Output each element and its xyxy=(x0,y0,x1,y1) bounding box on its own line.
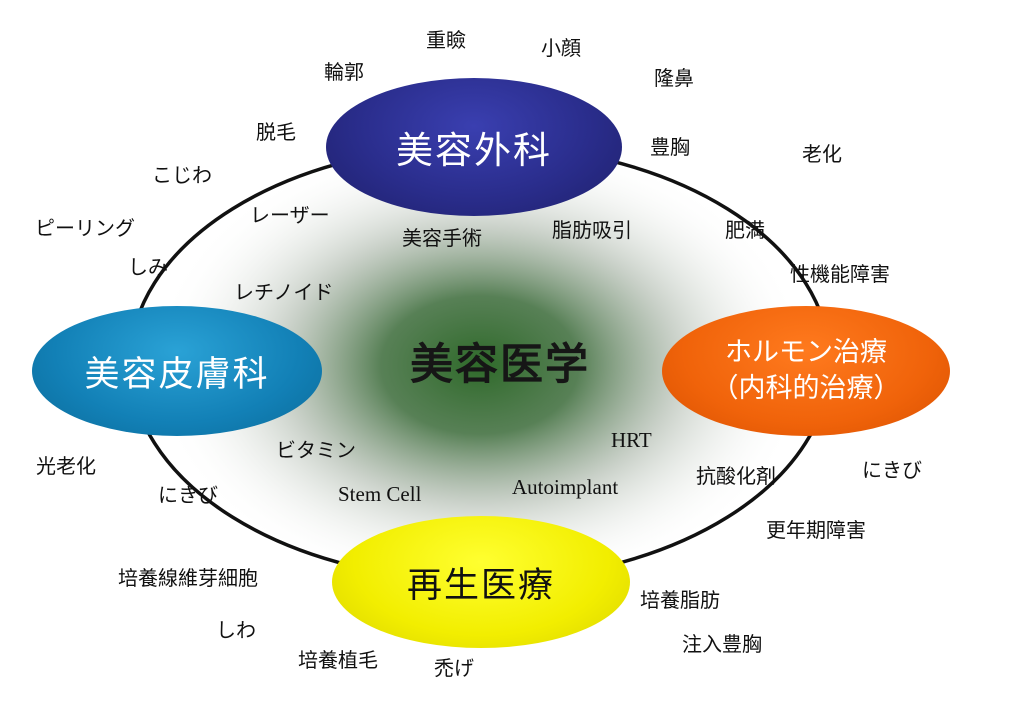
label-peeling: ピーリング xyxy=(35,216,135,240)
label-datsumou: 脱毛 xyxy=(256,120,296,144)
node-hormone-therapy: ホルモン治療 （内科的治療） xyxy=(662,306,950,436)
center-glow xyxy=(150,135,810,595)
node-label: 再生医療 xyxy=(406,565,555,606)
label-laser: レーザー xyxy=(250,203,330,227)
node-regenerative-medicine: 再生医療 xyxy=(332,516,630,648)
label-baiyou-sengaiga: 培養線維芽細胞 xyxy=(118,566,258,590)
label-baiyou-shokumou: 培養植毛 xyxy=(298,648,378,672)
label-ryuubi: 隆鼻 xyxy=(654,66,694,90)
label-juuken: 重瞼 xyxy=(426,28,466,52)
label-himan: 肥満 xyxy=(725,218,765,242)
center-title: 美容医学 xyxy=(410,340,590,390)
label-hikari-rouka: 光老化 xyxy=(36,454,96,478)
label-baiyou-shibou: 培養脂肪 xyxy=(640,588,720,612)
node-cosmetic-surgery: 美容外科 xyxy=(326,78,622,216)
label-retinoid: レチノイド xyxy=(234,280,334,304)
label-biyou-shujutsu: 美容手術 xyxy=(402,226,482,250)
label-nikibi-left: にきび xyxy=(158,483,218,507)
label-rouka: 老化 xyxy=(802,142,842,166)
label-stem-cell: Stem Cell xyxy=(338,482,422,506)
node-label: 美容皮膚科 xyxy=(84,354,270,395)
label-kousankazai: 抗酸化剤 xyxy=(696,464,776,488)
label-seikinou-shougai: 性機能障害 xyxy=(790,262,890,286)
label-kounenki-shougai: 更年期障害 xyxy=(766,518,866,542)
node-label: 美容外科 xyxy=(396,129,552,172)
label-kojiwa: こじわ xyxy=(152,163,212,187)
label-hage: 禿げ xyxy=(434,656,474,680)
label-autoimplant: Autoimplant xyxy=(512,475,619,499)
node-label-line2: （内科的治療） xyxy=(711,373,901,404)
label-chuunyuu-houkyou: 注入豊胸 xyxy=(682,632,762,656)
label-houkyou: 豊胸 xyxy=(650,135,690,159)
label-shimi: しみ xyxy=(128,255,168,279)
label-nikibi-right: にきび xyxy=(862,458,922,482)
label-hrt: HRT xyxy=(611,428,652,452)
label-rinkaku: 輪郭 xyxy=(324,60,364,84)
label-shibou-kyuuin: 脂肪吸引 xyxy=(552,218,632,242)
node-label-line1: ホルモン治療 xyxy=(725,337,887,368)
label-shiwa: しわ xyxy=(216,618,256,642)
label-kogao: 小顔 xyxy=(541,36,581,60)
label-vitamin: ビタミン xyxy=(276,438,356,462)
node-cosmetic-dermatology: 美容皮膚科 xyxy=(32,306,322,436)
